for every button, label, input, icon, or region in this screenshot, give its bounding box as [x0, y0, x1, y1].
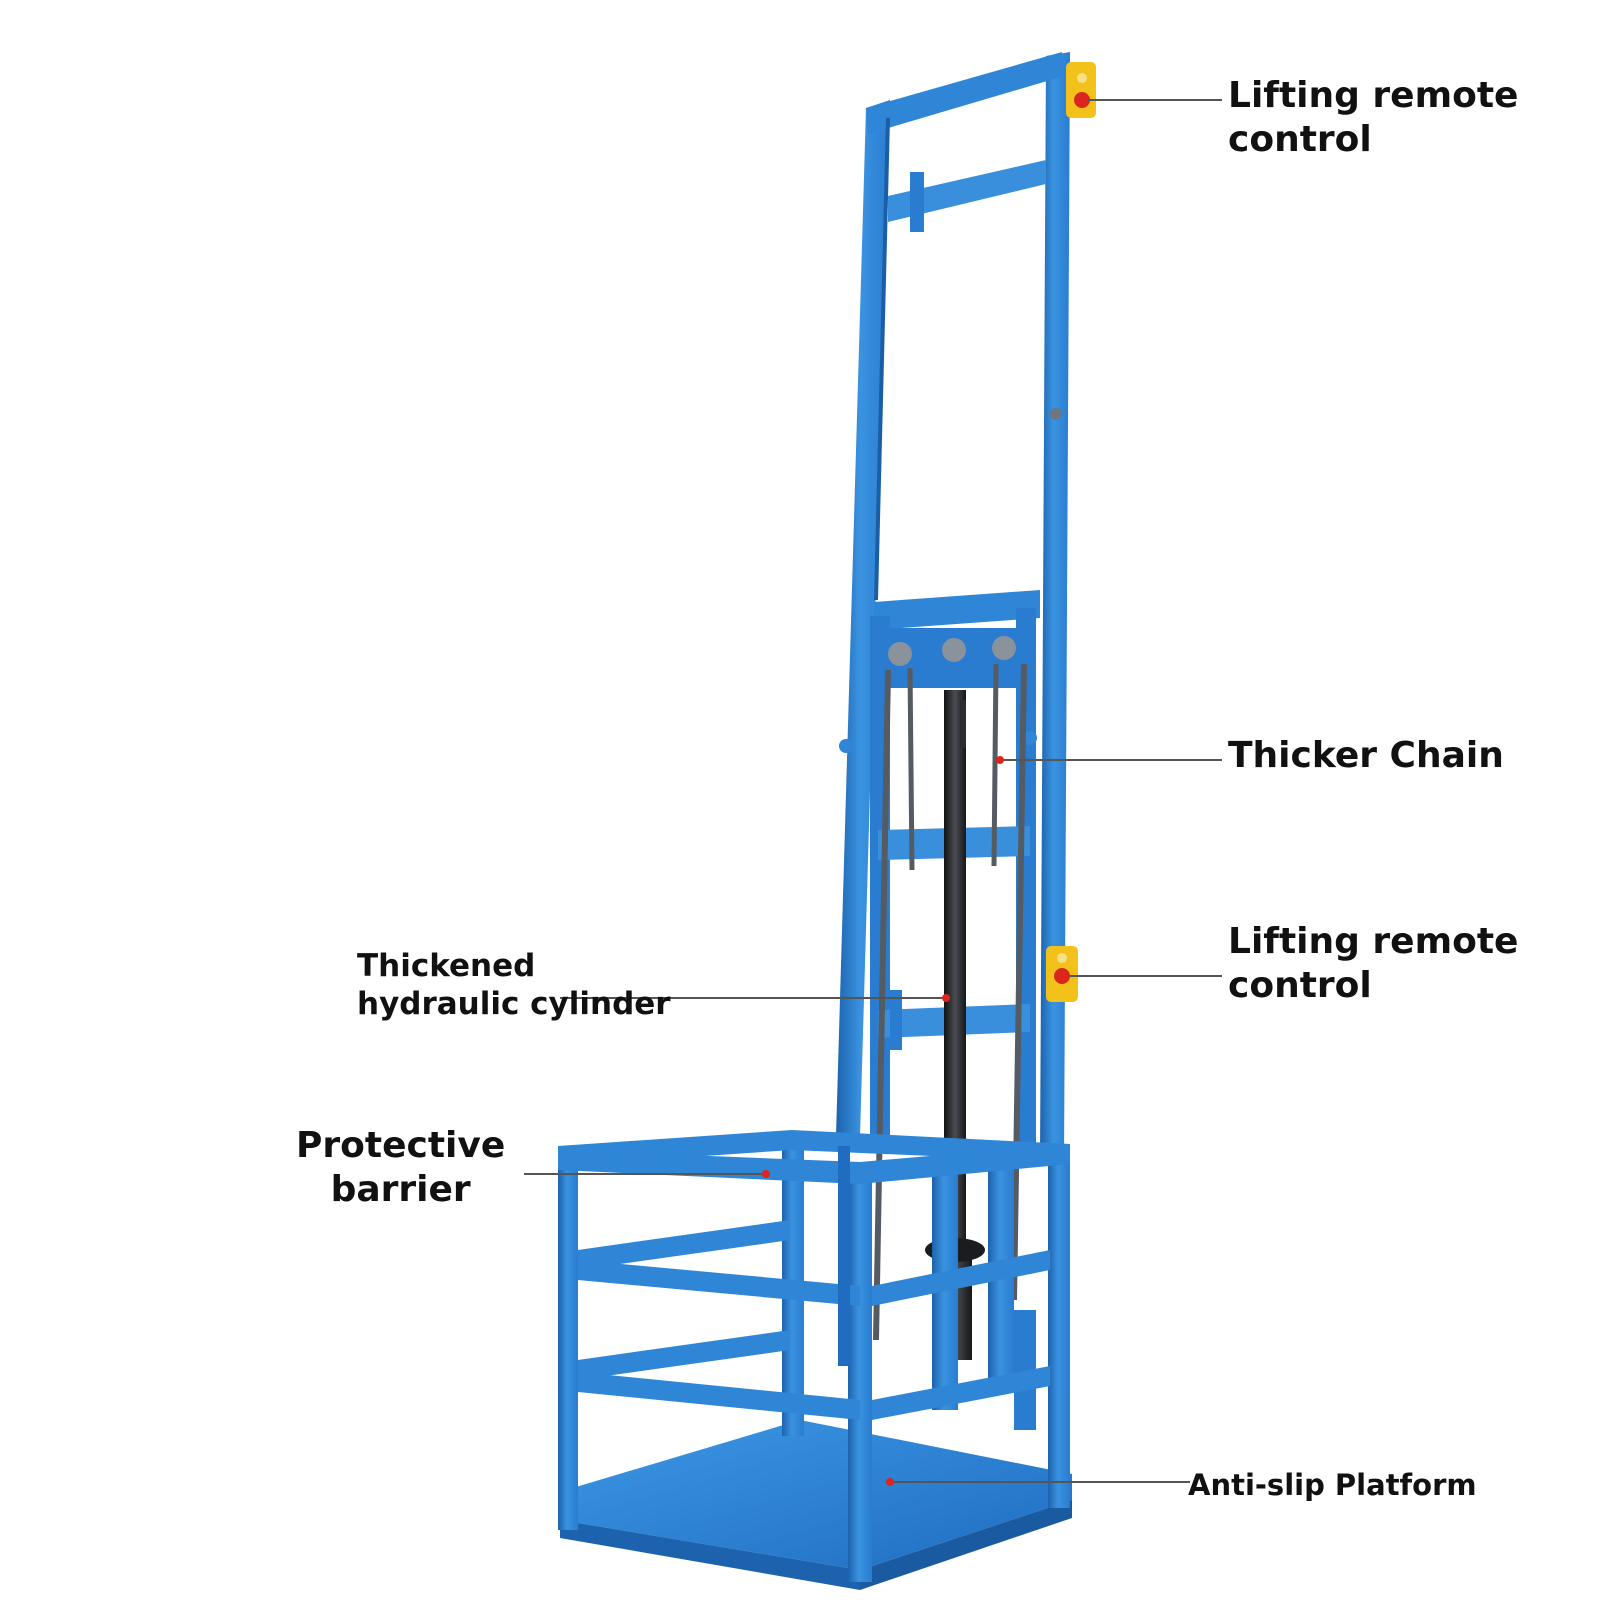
- thicker-chain: [873, 663, 1027, 1341]
- mast-right-post: [1040, 52, 1070, 1160]
- callout-anti-slip-platform: Anti-slip Platform: [1188, 1468, 1477, 1502]
- anti-slip-platform: [560, 1420, 1072, 1570]
- protective-barrier: [558, 1130, 1070, 1582]
- marker-chain: [996, 756, 1004, 764]
- remote-control-box-top: [1066, 62, 1096, 118]
- callout-thicker-chain: Thicker Chain: [1228, 735, 1504, 776]
- leader-lines: [524, 99, 1222, 1483]
- callout-protective-barrier: Protective barrier: [296, 1125, 506, 1210]
- marker-remote-mid: [1062, 972, 1070, 980]
- callout-lifting-remote-control-mid: Lifting remote control: [1228, 921, 1519, 1006]
- pulley-assembly: [886, 628, 1022, 688]
- marker-cylinder: [942, 994, 950, 1002]
- remote-control-box-mid: [1046, 946, 1078, 1002]
- mast-top-beam: [866, 52, 1064, 134]
- mast-upper-brace: [888, 160, 1046, 222]
- marker-remote-top: [1080, 96, 1088, 104]
- mast-left-post: [836, 100, 890, 1136]
- callout-lifting-remote-control-top: Lifting remote control: [1228, 75, 1519, 160]
- carriage-top-beam: [874, 590, 1040, 630]
- marker-barrier: [762, 1170, 770, 1178]
- callout-hydraulic-cylinder: Thickened hydraulic cylinder: [357, 948, 671, 1022]
- marker-platform: [886, 1478, 894, 1486]
- callout-markers: [762, 96, 1088, 1486]
